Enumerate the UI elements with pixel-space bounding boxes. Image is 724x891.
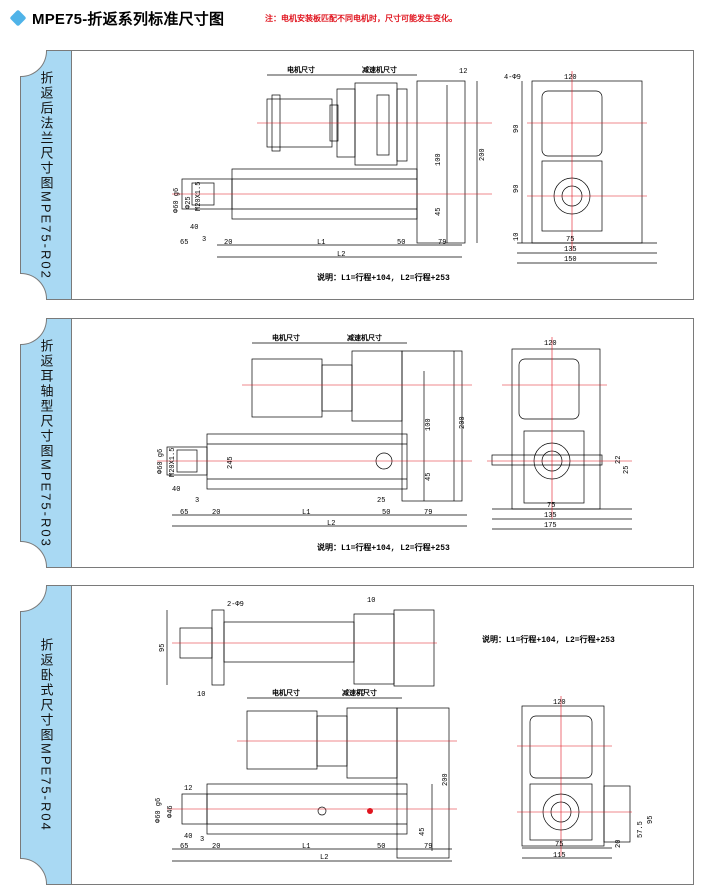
svg-text:115: 115: [553, 852, 566, 860]
page-title: MPE75-折返系列标准尺寸图: [32, 10, 225, 28]
panel-tab-label: 折返耳轴型尺寸图MPE75-R03: [38, 338, 54, 548]
motor-size-label: 电机尺寸: [287, 65, 315, 74]
reducer-size-label: 减速机尺寸: [342, 688, 377, 697]
svg-text:75: 75: [566, 236, 574, 244]
svg-text:90: 90: [513, 185, 521, 193]
drawing-svg: 电机尺寸 减速机尺寸 12 100 45 200 Φ60 g6 Φ25 M20X…: [172, 65, 657, 283]
svg-text:3: 3: [200, 836, 204, 844]
reducer-size-label: 减速机尺寸: [362, 65, 397, 74]
svg-text:200: 200: [459, 416, 467, 429]
svg-text:3: 3: [195, 497, 199, 505]
panel-r02: 折返后法兰尺寸图MPE75-R02: [20, 50, 694, 300]
svg-text:200: 200: [442, 773, 450, 786]
svg-text:65: 65: [180, 509, 188, 517]
svg-text:90: 90: [513, 125, 521, 133]
panel-tab: [20, 50, 72, 300]
svg-text:40: 40: [184, 833, 192, 841]
svg-text:75: 75: [555, 841, 563, 849]
diamond-icon: [9, 9, 27, 27]
svg-text:120: 120: [544, 340, 557, 348]
svg-text:Φ25: Φ25: [185, 196, 193, 209]
svg-text:L2: L2: [320, 854, 328, 862]
svg-text:75: 75: [547, 502, 555, 510]
explain-note: 说明：L1=行程+104, L2=行程+253: [317, 542, 450, 553]
svg-text:120: 120: [564, 74, 577, 82]
svg-text:20: 20: [212, 509, 220, 517]
svg-text:245: 245: [227, 456, 235, 469]
svg-text:100: 100: [425, 418, 433, 431]
svg-text:L2: L2: [337, 251, 345, 259]
svg-text:Φ46: Φ46: [167, 805, 175, 818]
svg-text:50: 50: [382, 509, 390, 517]
svg-text:M20X1.5: M20X1.5: [195, 182, 203, 211]
drawing-svg: 2-Φ9 95 10 25 10 说明：L1=行程+104, L2=行程+253…: [155, 597, 655, 862]
svg-text:L1: L1: [302, 509, 310, 517]
svg-text:L1: L1: [317, 239, 325, 247]
svg-text:40: 40: [172, 486, 180, 494]
svg-text:25: 25: [623, 466, 631, 474]
svg-text:25: 25: [377, 497, 385, 505]
center-mark-icon: [367, 808, 373, 814]
svg-text:45: 45: [419, 828, 427, 836]
svg-text:40: 40: [190, 224, 198, 232]
page-header: MPE75-折返系列标准尺寸图: [6, 6, 224, 30]
svg-text:45: 45: [435, 208, 443, 216]
svg-text:45: 45: [425, 473, 433, 481]
motor-size-label: 电机尺寸: [272, 333, 300, 342]
svg-text:10: 10: [197, 691, 205, 699]
svg-text:10: 10: [513, 233, 521, 241]
panel-tab: [20, 585, 72, 885]
header-note: 注：电机安装板匹配不同电机时，尺寸可能发生变化。: [265, 14, 457, 23]
svg-text:Φ60 g6: Φ60 g6: [173, 188, 181, 213]
svg-text:2-Φ9: 2-Φ9: [227, 601, 244, 609]
panel-r04: 折返卧式尺寸图MPE75-R04: [20, 585, 694, 885]
svg-text:20: 20: [212, 843, 220, 851]
svg-text:L1: L1: [302, 843, 310, 851]
svg-text:12: 12: [184, 785, 192, 793]
svg-text:135: 135: [544, 512, 557, 520]
reducer-size-label: 减速机尺寸: [347, 333, 382, 342]
svg-text:135: 135: [564, 246, 577, 254]
svg-text:3: 3: [202, 236, 206, 244]
svg-text:M20X1.5: M20X1.5: [169, 448, 177, 477]
panel-tab-label: 折返后法兰尺寸图MPE75-R02: [38, 70, 54, 280]
drawing-r04: 2-Φ9 95 10 25 10 说明：L1=行程+104, L2=行程+253…: [72, 586, 693, 884]
panel-tab-label: 折返卧式尺寸图MPE75-R04: [38, 638, 54, 832]
svg-text:95: 95: [159, 644, 167, 652]
drawing-svg: 电机尺寸 减速机尺寸 100 45 200 Φ60 g6 M20X1.5 245…: [157, 333, 632, 553]
svg-text:95: 95: [647, 816, 655, 824]
panel-r03: 折返耳轴型尺寸图MPE75-R03: [20, 318, 694, 568]
svg-text:120: 120: [553, 699, 566, 707]
svg-text:57.5: 57.5: [637, 821, 645, 838]
svg-text:100: 100: [435, 153, 443, 166]
panel-tab: [20, 318, 72, 568]
svg-text:20: 20: [615, 840, 623, 848]
svg-text:Φ60 g6: Φ60 g6: [157, 449, 165, 474]
svg-text:79: 79: [438, 239, 446, 247]
drawing-r02: 电机尺寸 减速机尺寸 12 100 45 200 Φ60 g6 Φ25 M20X…: [72, 51, 693, 299]
svg-text:10: 10: [367, 597, 375, 605]
svg-text:22: 22: [615, 456, 623, 464]
svg-text:25: 25: [357, 689, 365, 697]
svg-text:79: 79: [424, 509, 432, 517]
svg-text:12: 12: [459, 68, 467, 76]
explain-note: 说明：L1=行程+104, L2=行程+253: [317, 272, 450, 283]
svg-text:79: 79: [424, 843, 432, 851]
svg-text:50: 50: [377, 843, 385, 851]
drawing-r03: 电机尺寸 减速机尺寸 100 45 200 Φ60 g6 M20X1.5 245…: [72, 319, 693, 567]
svg-text:200: 200: [479, 148, 487, 161]
svg-text:4-Φ9: 4-Φ9: [504, 74, 521, 82]
svg-text:65: 65: [180, 843, 188, 851]
svg-text:150: 150: [564, 256, 577, 264]
explain-note: 说明：L1=行程+104, L2=行程+253: [482, 634, 615, 645]
svg-text:175: 175: [544, 522, 557, 530]
svg-text:L2: L2: [327, 520, 335, 528]
svg-text:50: 50: [397, 239, 405, 247]
svg-text:Φ60 g6: Φ60 g6: [155, 798, 163, 823]
svg-text:20: 20: [224, 239, 232, 247]
motor-size-label: 电机尺寸: [272, 688, 300, 697]
svg-text:65: 65: [180, 239, 188, 247]
